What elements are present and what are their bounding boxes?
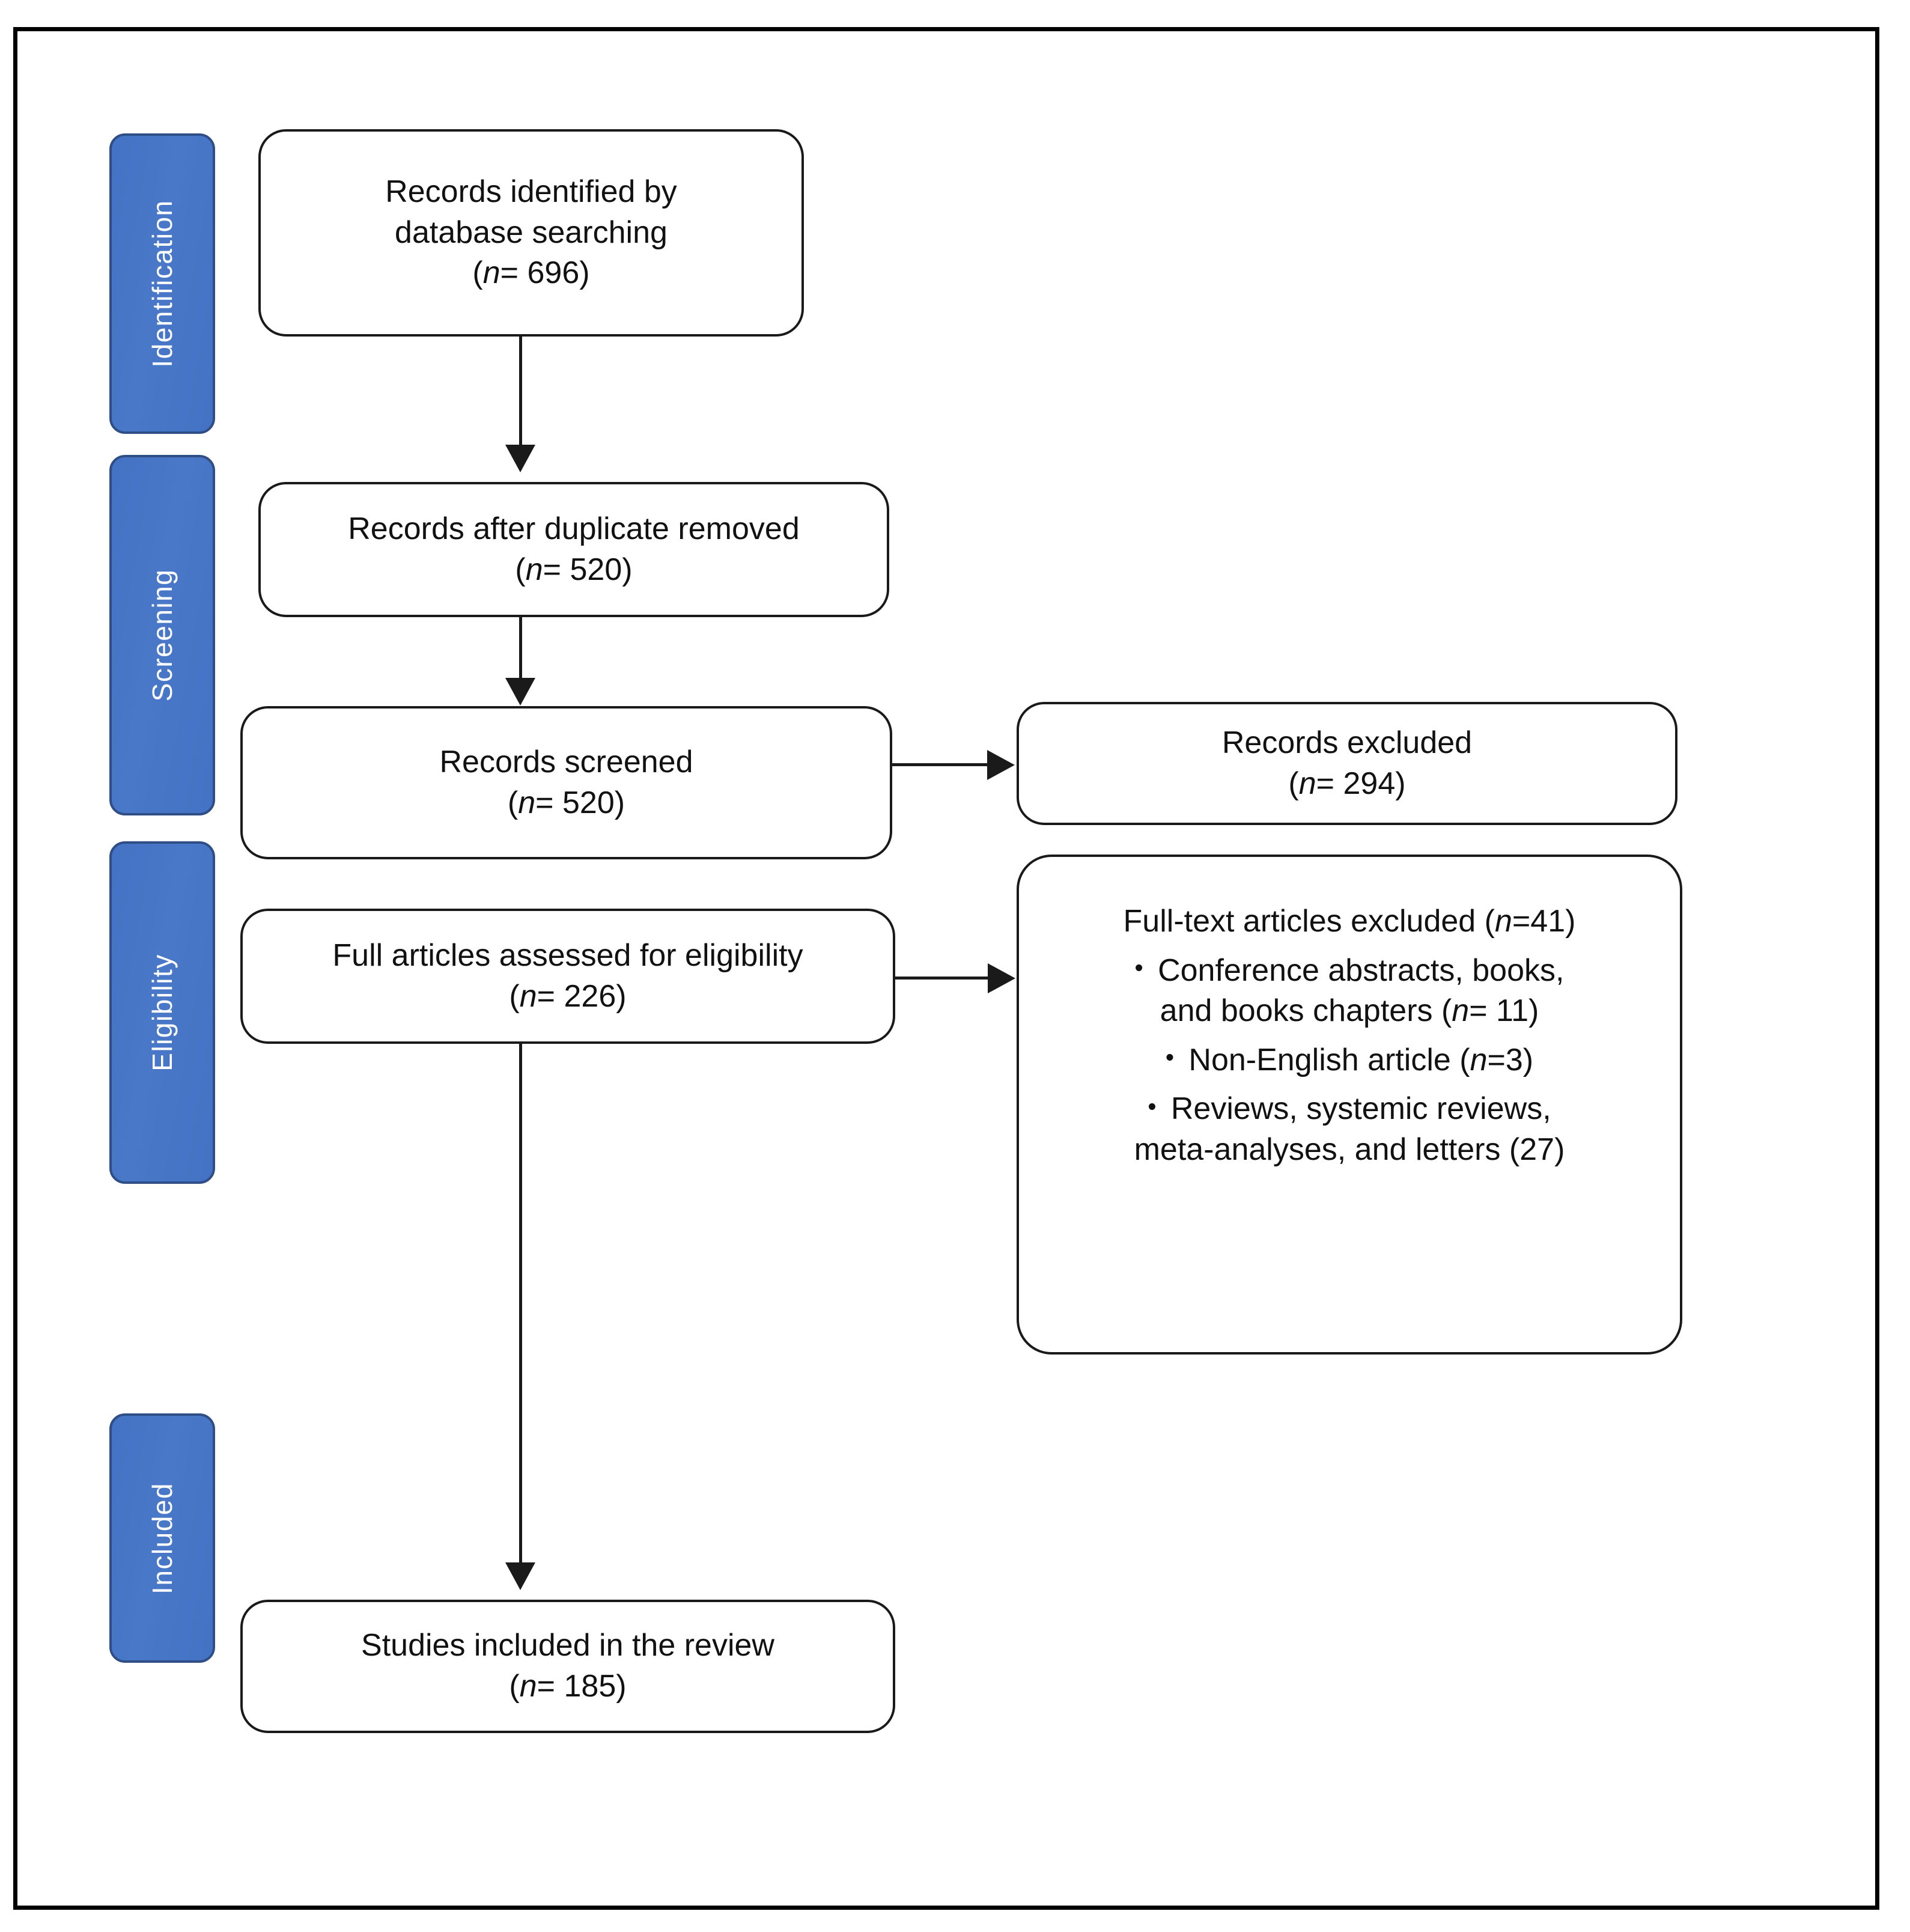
reason-3-line2: meta-analyses, and letters (27) [1134,1132,1565,1167]
phase-label-included: Included [147,1482,178,1594]
phase-tab-identification[interactable]: Identification [109,133,215,434]
fulltext-excluded-reason-conference-abstracts: • Conference abstracts, books, and books … [1043,951,1656,1032]
eligibility-assessed-count: (n= 226) [509,978,627,1014]
arrowhead-identified-to-deduplicated [505,445,535,472]
box-included-studies[interactable]: Studies included in the review (n= 185) [240,1600,895,1733]
connector-deduplicated-to-screened [519,617,522,680]
phase-label-eligibility: Eligibility [147,954,178,1071]
records-deduplicated-line1: Records after duplicate removed [348,511,800,546]
connector-identified-to-deduplicated [519,337,522,448]
arrowhead-eligibility-to-included [505,1562,535,1590]
phase-tab-eligibility[interactable]: Eligibility [109,841,215,1184]
reason-1-line2: and books chapters (n= 11) [1160,993,1539,1029]
phase-tab-included[interactable]: Included [109,1413,215,1663]
records-deduplicated-count: (n= 520) [515,552,633,587]
included-studies-line1: Studies included in the review [361,1628,774,1663]
bullet-icon: • [1148,1092,1157,1121]
records-identified-count: (n= 696) [472,255,590,291]
box-records-identified[interactable]: Records identified by database searching… [258,129,804,337]
box-records-excluded[interactable]: Records excluded (n= 294) [1017,702,1677,825]
records-screened-line1: Records screened [439,744,693,779]
phase-label-identification: Identification [147,200,178,368]
box-records-deduplicated[interactable]: Records after duplicate removed (n= 520) [258,482,889,617]
connector-eligibility-to-fulltext-excluded [895,977,990,980]
reason-3-line1: Reviews, systemic reviews, [1170,1091,1551,1127]
fulltext-excluded-reason-list: • Conference abstracts, books, and books … [1043,951,1656,1179]
records-identified-line2: database searching [395,215,668,250]
fulltext-excluded-reason-reviews: • Reviews, systemic reviews, meta-analyse… [1043,1089,1656,1170]
reason-1-line1: Conference abstracts, books, [1158,952,1565,988]
bullet-icon: • [1134,954,1143,982]
bullet-icon: • [1165,1043,1175,1071]
records-excluded-line1: Records excluded [1221,725,1473,760]
box-fulltext-excluded[interactable]: Full-text articles excluded (n=41) • Conf… [1017,855,1682,1355]
phase-tab-screening[interactable]: Screening [109,455,215,815]
connector-screened-to-excluded [892,763,990,766]
arrowhead-screened-to-excluded [987,750,1015,780]
box-eligibility-assessed[interactable]: Full articles assessed for eligibility (… [240,909,895,1044]
records-screened-count: (n= 520) [507,785,625,820]
phase-label-screening: Screening [147,568,178,702]
box-records-screened[interactable]: Records screened (n= 520) [240,706,892,859]
records-identified-line1: Records identified by [385,174,677,210]
included-studies-count: (n= 185) [509,1669,627,1704]
connector-eligibility-to-included [519,1044,522,1567]
arrowhead-deduplicated-to-screened [505,678,535,705]
records-excluded-count: (n= 294) [1288,766,1406,801]
fulltext-excluded-heading: Full-text articles excluded (n=41) [1123,904,1576,939]
eligibility-assessed-line1: Full articles assessed for eligibility [332,937,803,973]
reason-2-line1: Non-English article (n=3) [1188,1042,1534,1077]
fulltext-excluded-reason-non-english: • Non-English article (n=3) [1043,1040,1656,1081]
arrowhead-eligibility-to-fulltext-excluded [988,963,1015,993]
